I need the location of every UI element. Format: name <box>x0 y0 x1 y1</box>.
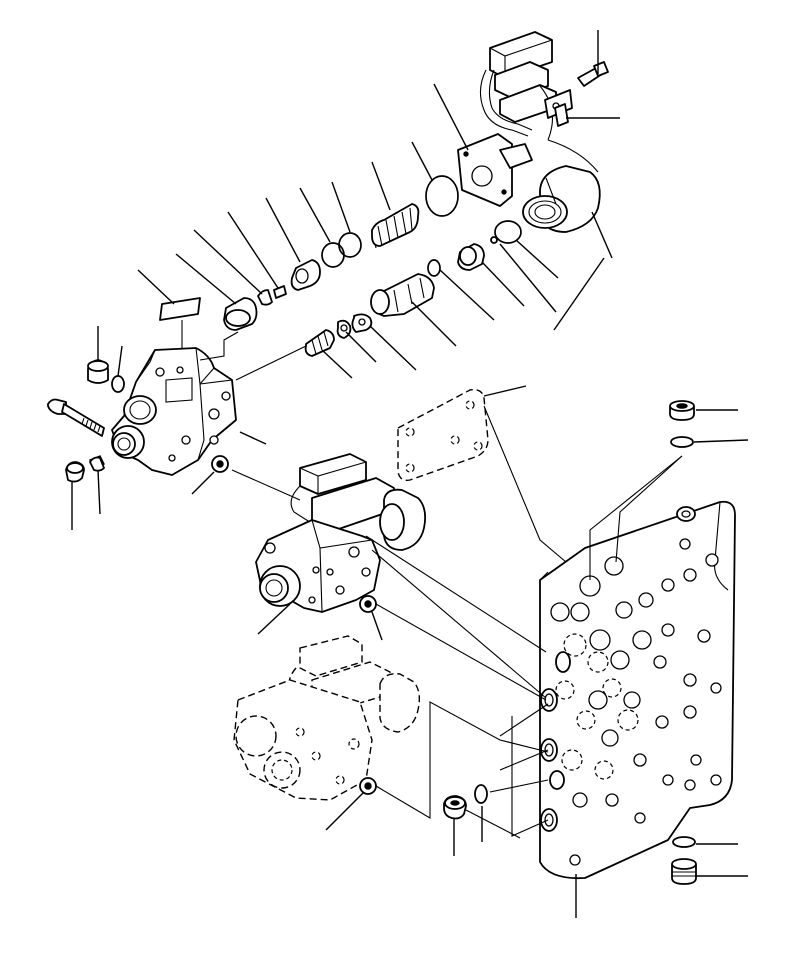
callout-leader <box>515 239 559 279</box>
o-ring-bottom-center <box>474 784 488 804</box>
callout-leader <box>591 211 613 259</box>
o-ring-bottom-right <box>672 836 696 848</box>
plug-spool-end <box>223 297 258 331</box>
plugs-and-orings <box>47 359 697 885</box>
o-ring-small <box>427 259 441 277</box>
o-ring-medium <box>494 220 522 244</box>
callout-leader <box>325 791 365 831</box>
o-ring-left <box>111 375 125 393</box>
callout-leader-lines <box>71 30 749 918</box>
valve-body-housing <box>111 347 237 476</box>
ball-check <box>490 236 498 244</box>
nut-left-top <box>87 359 109 384</box>
spring-small <box>304 329 335 357</box>
callout-leader <box>331 181 351 233</box>
assembly-center-lines <box>181 177 683 839</box>
callout-leader <box>175 253 237 305</box>
spool-spring-stack <box>159 175 522 357</box>
spring-large <box>371 203 420 249</box>
installed-valve-assembly <box>255 453 427 613</box>
callout-leader <box>483 385 527 397</box>
fitting-small-left <box>89 455 105 472</box>
callout-leader <box>227 211 279 289</box>
callout-leader <box>257 603 291 635</box>
seal-ring-lower <box>359 777 377 795</box>
callout-leader <box>411 141 433 181</box>
phantom-valve-assembly <box>233 635 421 801</box>
seal-ring-middle <box>359 595 377 613</box>
gasket-cover-plate <box>397 388 489 482</box>
plug-small <box>457 243 485 271</box>
valve-body-dashed-passages <box>555 633 639 780</box>
main-valve-body-plate <box>539 500 736 880</box>
plug-bottom-center <box>443 795 467 820</box>
callout-leader <box>97 469 101 515</box>
callout-leader <box>499 243 557 313</box>
callout-leader <box>137 269 175 305</box>
callout-leader <box>369 325 417 371</box>
valve-body-side-ports <box>540 506 696 832</box>
solenoid-valve-assembly <box>457 31 609 233</box>
seal-ring-body <box>211 455 229 473</box>
callout-leader <box>265 197 301 263</box>
plug-top-right <box>669 400 695 421</box>
spool-valve <box>370 273 435 317</box>
callout-leader <box>481 261 525 307</box>
callout-leader <box>693 439 749 443</box>
callout-leader <box>117 345 123 377</box>
callout-leader <box>411 301 457 347</box>
spring-seat <box>290 259 321 291</box>
snap-ring-1 <box>338 232 362 258</box>
callout-leader <box>371 611 383 641</box>
snap-ring-2 <box>321 242 345 268</box>
long-bolt <box>47 398 105 437</box>
small-pin <box>273 285 287 299</box>
callout-leader <box>239 431 267 445</box>
retainer-clip-2 <box>351 313 373 333</box>
nut-left-bottom <box>65 461 85 483</box>
valve-body-ports <box>550 538 722 866</box>
callout-leader <box>439 269 495 321</box>
o-ring-top-right <box>670 436 694 448</box>
callout-leader <box>345 331 377 363</box>
callout-leader <box>191 471 215 495</box>
callout-leader <box>193 229 263 295</box>
callout-leader <box>299 187 331 243</box>
o-ring-large <box>425 175 459 217</box>
label-plate <box>159 297 201 321</box>
plug-bottom-right <box>671 858 697 885</box>
callout-leader <box>371 161 391 211</box>
callout-leader <box>433 83 469 151</box>
callout-leader <box>553 257 605 331</box>
callout-leader <box>321 349 353 379</box>
